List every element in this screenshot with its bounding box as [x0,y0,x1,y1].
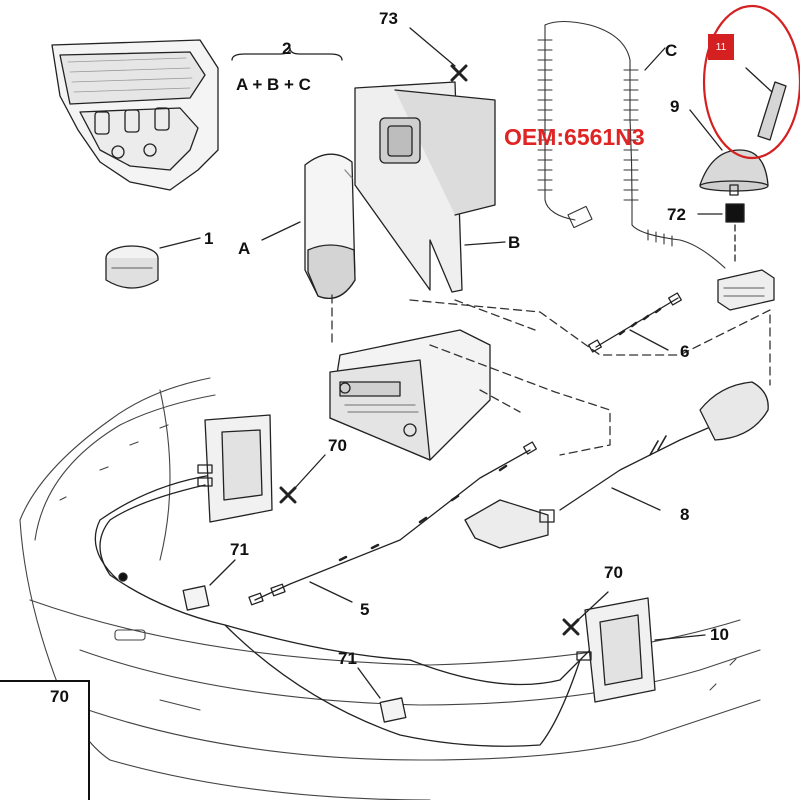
kit-brace [231,47,343,61]
antenna-mast-11 [757,81,787,141]
leader-1 [159,237,201,249]
dome-light-housing [51,39,219,191]
label-73: 73 [379,9,398,28]
screw-marker-70a [279,486,297,504]
label-9: 9 [670,97,680,116]
antenna-amplifier-left [197,414,273,523]
label-70b: 70 [604,563,623,582]
label-5: 5 [360,600,370,619]
leader-6 [629,329,669,351]
screw-marker-70b [562,618,580,636]
bulb-holder-part [105,245,159,289]
label-71b: 71 [338,649,357,668]
radio-unit [329,329,491,461]
coiled-cord-part-c [537,20,726,269]
junction-box [717,269,775,311]
leader-71b [357,667,381,699]
screw-detail-inset: 70 [0,680,90,800]
label-kit-number: 2 [282,39,292,58]
leader-5 [309,581,353,603]
label-72: 72 [667,205,686,224]
leader-73 [409,27,456,67]
label-1: 1 [204,229,214,248]
label-71a: 71 [230,540,249,559]
leader-c [644,47,666,71]
label-70a: 70 [328,436,347,455]
adhesive-pad-71b [379,697,407,723]
handset-part-a [304,153,356,300]
leader-70b [577,591,609,621]
label-a: A [238,239,251,258]
label-8: 8 [680,505,690,524]
oem-number-label: OEM:6561N3 [504,124,645,150]
leader-10 [654,634,706,641]
label-c: C [665,41,678,60]
screw-marker-73 [450,64,468,82]
inset-label-70: 70 [50,687,69,706]
cable-assembly-8 [464,381,769,549]
label-kit-formula: A + B + C [236,75,311,94]
adhesive-pad-71a [182,585,210,611]
leader-8 [611,487,661,511]
highlight-badge: 11 [708,34,734,60]
label-10: 10 [710,625,729,644]
label-b: B [508,233,521,252]
leader-b [464,241,506,246]
handset-cradle-part-b [354,81,496,293]
leader-70a [294,454,326,489]
leader-71a [209,559,236,586]
leader-a [261,221,301,241]
part-72-square [725,203,745,223]
leader-9 [689,109,723,151]
coax-cable-5 [248,441,537,606]
leader-11 [745,67,773,93]
dash-routes [331,294,771,456]
antenna-amplifier-right [576,597,656,703]
label-6: 6 [680,342,690,361]
highlight-ring [702,4,800,160]
coax-cable-6 [588,292,682,353]
